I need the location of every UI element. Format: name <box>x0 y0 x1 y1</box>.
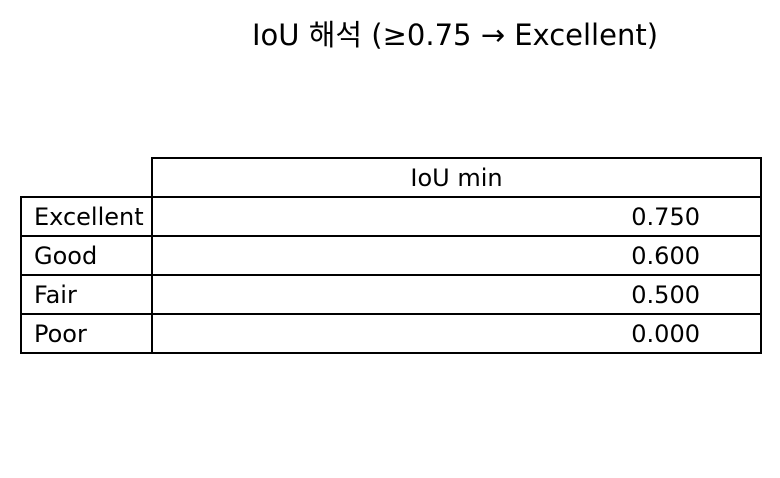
table-row: Excellent 0.750 <box>20 196 762 237</box>
header-row: IoU min <box>21 157 762 198</box>
corner-cell <box>21 158 152 197</box>
row-label: Excellent <box>20 196 153 237</box>
row-label: Fair <box>20 274 153 315</box>
iou-table: IoU min Excellent 0.750 Good 0.600 Fair … <box>20 157 762 354</box>
row-value: 0.500 <box>151 274 762 315</box>
row-value: 0.600 <box>151 235 762 276</box>
table-row: Fair 0.500 <box>20 274 762 315</box>
table-row: Poor 0.000 <box>20 313 762 354</box>
row-label: Good <box>20 235 153 276</box>
row-label: Poor <box>20 313 153 354</box>
table-row: Good 0.600 <box>20 235 762 276</box>
table-title: IoU 해석 (≥0.75 → Excellent) <box>251 18 659 52</box>
row-value: 0.750 <box>151 196 762 237</box>
column-header: IoU min <box>151 157 762 198</box>
row-value: 0.000 <box>151 313 762 354</box>
